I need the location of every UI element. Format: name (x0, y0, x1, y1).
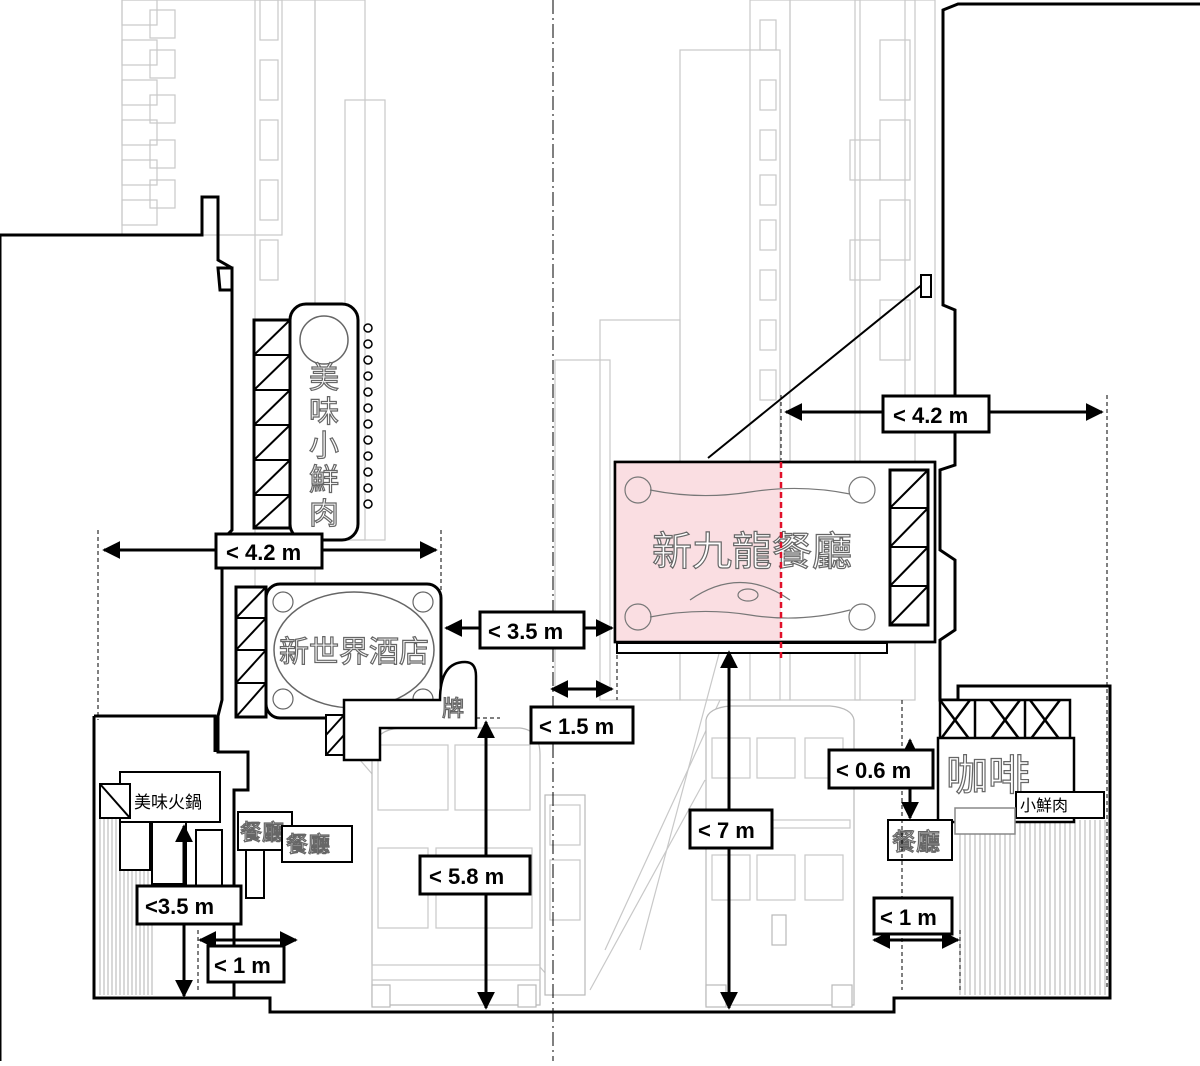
dim-label-right-projection: < 4.2 m (881, 394, 991, 434)
hotpot-sign-text: 美味火鍋 (134, 793, 202, 813)
restaurant-sign: 新九龍餐廳 (613, 274, 937, 660)
restaurant-sign-text: 新九龍餐廳 (652, 529, 852, 575)
small-sign-2-text: 餐廳 (286, 833, 330, 858)
tram (705, 705, 855, 1008)
svg-text:< 4.2 m: < 4.2 m (226, 540, 301, 565)
dim-label-left-projection: < 4.2 m (214, 532, 324, 570)
hotel-sign: 新世界酒店 (234, 582, 443, 720)
dim-label-small-clearance-right: < 0.6 m (827, 748, 935, 790)
bus-sign-text: 牌 (442, 697, 464, 722)
svg-text:< 4.2 m: < 4.2 m (893, 403, 968, 428)
hotel-sign-text: 新世界酒店 (279, 635, 429, 670)
vertical-sign: 美味小鮮肉 (252, 302, 373, 542)
svg-text:<3.5 m: <3.5 m (145, 894, 214, 919)
hotpot-sign-group: 美味火鍋 餐廳 餐廳 (99, 771, 353, 899)
svg-text:< 3.5 m: < 3.5 m (488, 619, 563, 644)
bus-top-sign: 牌 (325, 660, 478, 762)
svg-text:< 5.8 m: < 5.8 m (429, 864, 504, 889)
small-sign-1-text: 餐廳 (240, 821, 284, 846)
vertical-sign-text: 美味小鮮肉 (309, 361, 339, 532)
coffee-sub-sign-text: 小鮮肉 (1020, 796, 1068, 815)
dim-label-gap-signs: < 3.5 m (478, 610, 586, 650)
svg-text:< 0.6 m: < 0.6 m (836, 758, 911, 783)
dim-label-gap-lower: < 1.5 m (529, 705, 635, 745)
dim-label-small-projection-left: < 1 m (206, 944, 286, 984)
small-bus (544, 794, 586, 996)
right-small-sign-text: 餐廳 (892, 828, 940, 856)
svg-text:< 1.5 m: < 1.5 m (539, 714, 614, 739)
svg-text:< 1 m: < 1 m (880, 905, 937, 930)
svg-text:< 7 m: < 7 m (698, 818, 755, 843)
dim-label-clearance-left: < 5.8 m (418, 854, 532, 896)
dim-label-clearance-right: < 7 m (688, 808, 774, 850)
dim-label-small-projection-right: < 1 m (872, 896, 954, 936)
svg-text:< 1 m: < 1 m (214, 953, 271, 978)
dim-label-small-clearance-left: <3.5 m (135, 884, 243, 926)
coffee-sign-group: 咖啡 小鮮肉 餐廳 (887, 698, 1105, 861)
right-shutters (959, 820, 1106, 995)
